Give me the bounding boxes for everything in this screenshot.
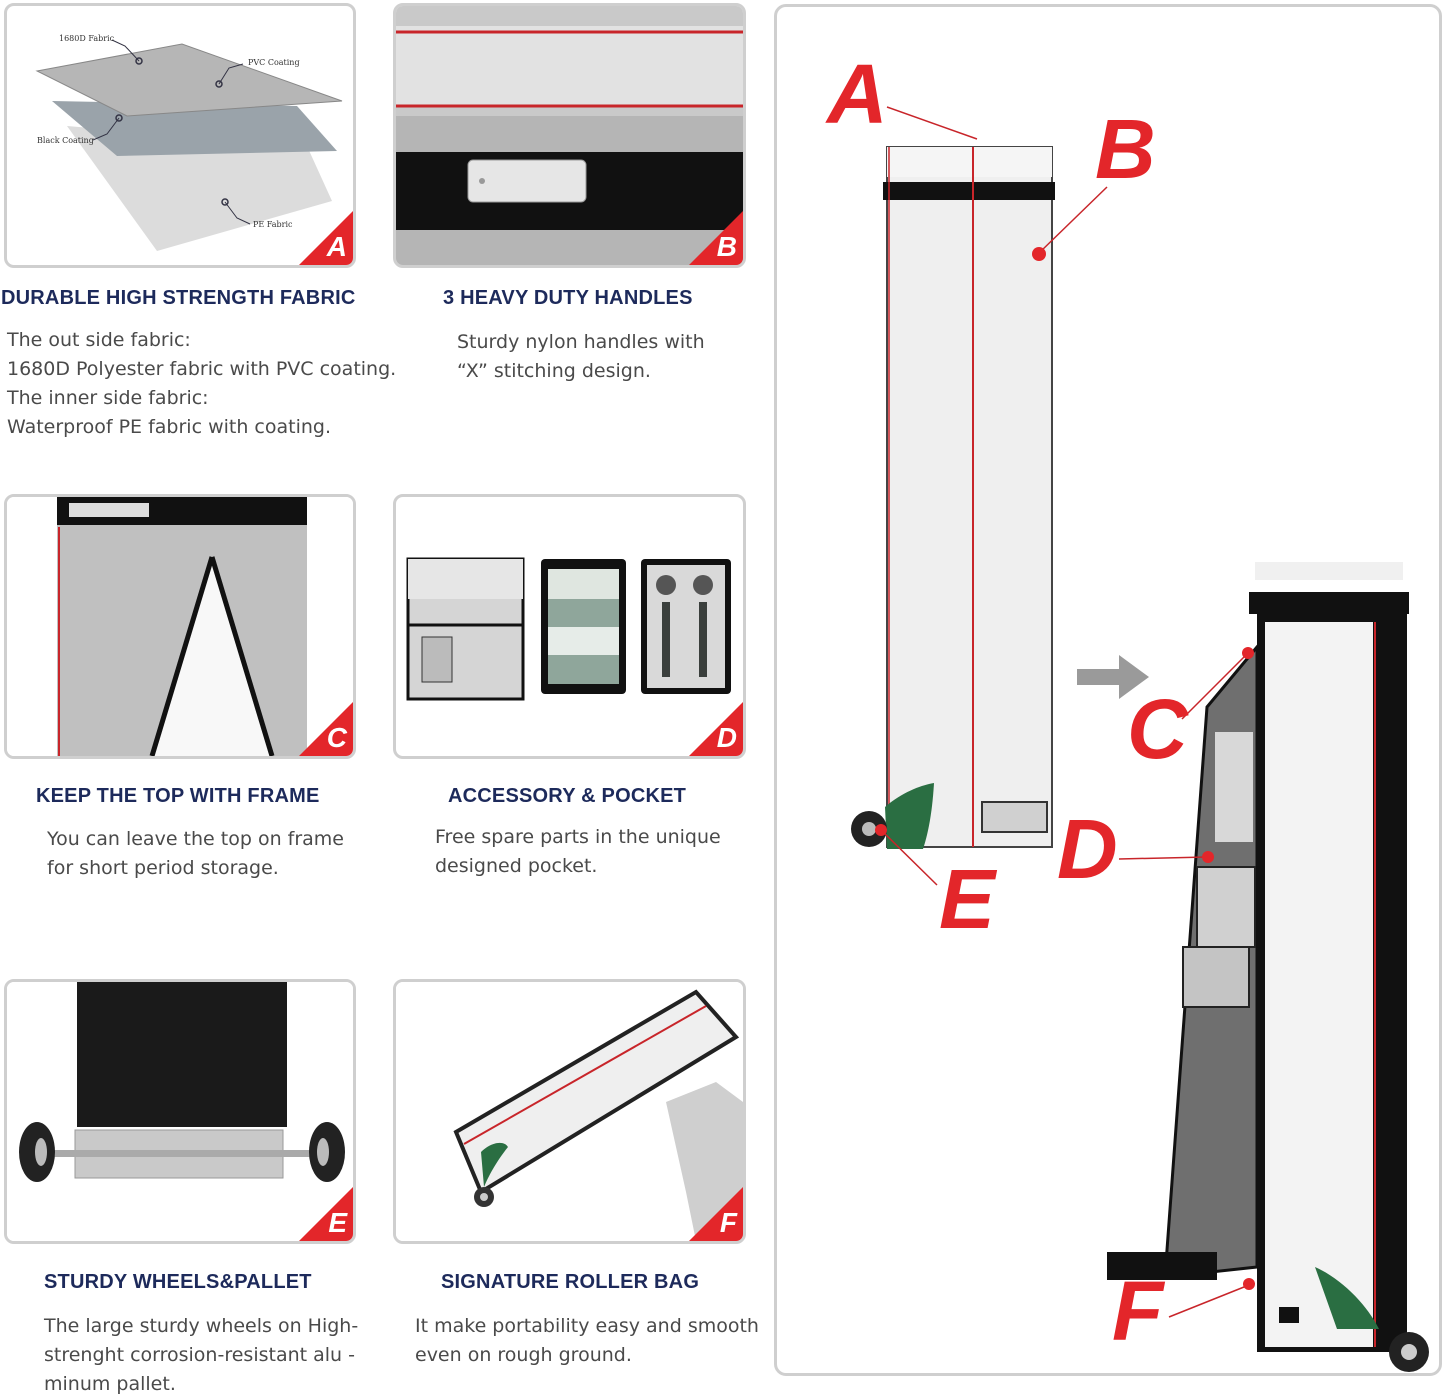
badge-letter-a: A bbox=[326, 231, 347, 262]
desc-line: strenght corrosion-resistant alu - bbox=[44, 1344, 355, 1366]
diagram-label-c: C bbox=[1127, 682, 1188, 776]
heading-top-frame: KEEP THE TOP WITH FRAME bbox=[36, 785, 320, 807]
desc-line: Waterproof PE fabric with coating. bbox=[7, 416, 332, 438]
diagram-label-e: E bbox=[939, 852, 996, 946]
bag-diagram-illustration bbox=[851, 106, 1429, 1372]
top-frame-illustration bbox=[7, 497, 353, 756]
desc-line: The large sturdy wheels on High- bbox=[44, 1315, 359, 1337]
corner-badge bbox=[299, 211, 353, 265]
diagram-label-b: B bbox=[1095, 102, 1156, 196]
panel-fabric-image: 1680D Fabric PVC Coating Black Coating P… bbox=[4, 3, 356, 268]
heading-roller-bag: SIGNATURE ROLLER BAG bbox=[441, 1271, 700, 1293]
desc-line: minum pallet. bbox=[44, 1373, 176, 1395]
desc-line: The inner side fabric: bbox=[7, 387, 209, 409]
heading-handles: 3 HEAVY DUTY HANDLES bbox=[443, 287, 693, 309]
corner-badge bbox=[689, 1187, 743, 1241]
panel-roller-bag-image: F bbox=[393, 979, 746, 1244]
desc-roller-bag: It make portability easy and smooth even… bbox=[415, 1312, 759, 1370]
badge-letter-b: B bbox=[716, 231, 737, 262]
accessory-illustration bbox=[406, 557, 731, 701]
layer-label-black: Black Coating bbox=[37, 136, 94, 145]
diagram-label-a: A bbox=[827, 47, 888, 141]
desc-line: even on rough ground. bbox=[415, 1344, 632, 1366]
panel-bag-diagram: A B C D E F bbox=[774, 4, 1442, 1376]
desc-accessory: Free spare parts in the unique designed … bbox=[435, 823, 721, 881]
desc-line: designed pocket. bbox=[435, 855, 598, 877]
corner-badge bbox=[689, 211, 743, 265]
diagram-label-d: D bbox=[1057, 802, 1118, 896]
desc-wheels: The large sturdy wheels on High- strengh… bbox=[44, 1312, 358, 1399]
desc-handles: Sturdy nylon handles with “X” stitching … bbox=[457, 328, 705, 386]
roller-bag-illustration bbox=[396, 982, 743, 1241]
panel-handles-image: B bbox=[393, 3, 746, 268]
heading-wheels: STURDY WHEELS&PALLET bbox=[44, 1271, 312, 1293]
badge-letter-e: E bbox=[328, 1207, 347, 1238]
corner-badge bbox=[689, 702, 743, 756]
desc-line: Sturdy nylon handles with bbox=[457, 331, 705, 353]
panel-wheels-image: E bbox=[4, 979, 356, 1244]
diagram-label-f: F bbox=[1112, 1264, 1164, 1358]
desc-line: It make portability easy and smooth bbox=[415, 1315, 759, 1337]
desc-line: 1680D Polyester fabric with PVC coating. bbox=[7, 358, 397, 380]
fabric-layers-illustration bbox=[35, 39, 343, 251]
badge-letter-c: C bbox=[326, 722, 347, 753]
desc-top-frame: You can leave the top on frame for short… bbox=[47, 825, 344, 883]
heading-fabric: DURABLE HIGH STRENGTH FABRIC bbox=[1, 287, 356, 309]
heading-accessory: ACCESSORY & POCKET bbox=[448, 785, 687, 807]
desc-line: for short period storage. bbox=[47, 857, 279, 879]
layer-label-pe: PE Fabric bbox=[253, 220, 293, 229]
desc-line: “X” stitching design. bbox=[457, 360, 651, 382]
corner-badge bbox=[299, 702, 353, 756]
badge-letter-d: D bbox=[716, 722, 737, 753]
desc-fabric: The out side fabric: 1680D Polyester fab… bbox=[7, 326, 396, 442]
panel-top-frame-image: C bbox=[4, 494, 356, 759]
wheels-illustration bbox=[7, 982, 353, 1241]
layer-label-fabric: 1680D Fabric bbox=[59, 34, 115, 43]
badge-letter-f: F bbox=[719, 1207, 737, 1238]
desc-line: Free spare parts in the unique bbox=[435, 826, 721, 848]
desc-line: You can leave the top on frame bbox=[47, 828, 344, 850]
corner-badge bbox=[299, 1187, 353, 1241]
desc-line: The out side fabric: bbox=[7, 329, 191, 351]
layer-label-pvc: PVC Coating bbox=[248, 58, 300, 67]
panel-accessory-image: D bbox=[393, 494, 746, 759]
handle-illustration bbox=[396, 6, 743, 265]
